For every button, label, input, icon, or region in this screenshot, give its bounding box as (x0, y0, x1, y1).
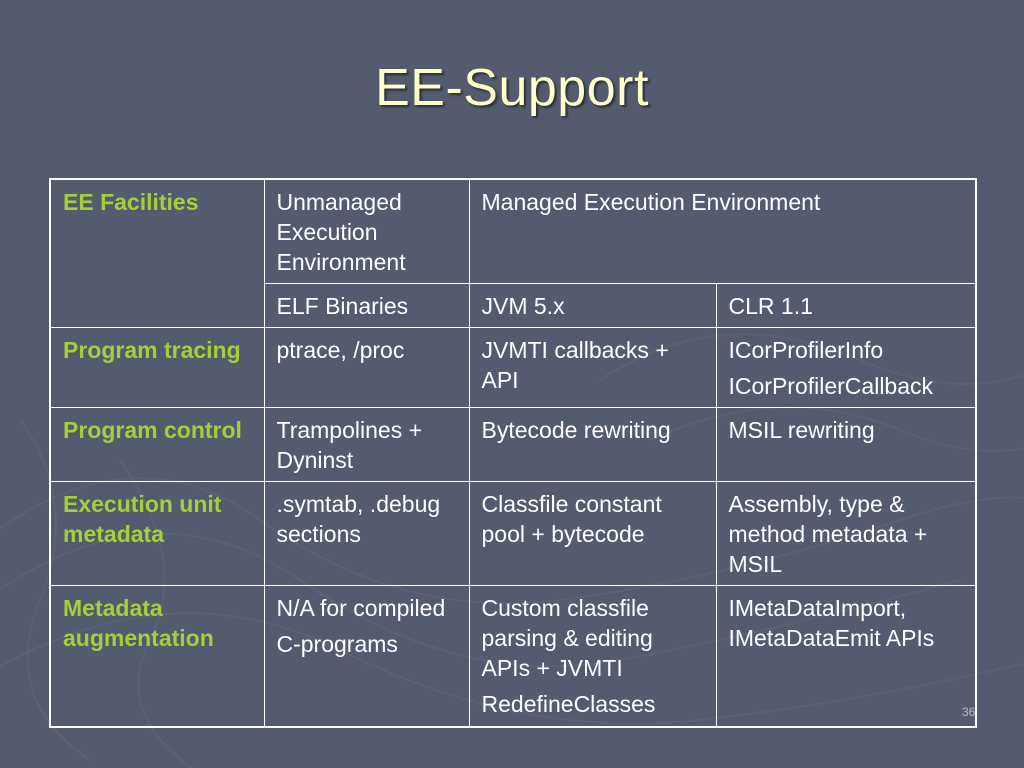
jvm-cell: Custom classfile parsing & editing APIs … (468, 585, 717, 727)
jvm-cell: Classfile constant pool + bytecode (468, 481, 717, 586)
jvm-cell: Bytecode rewriting (468, 407, 717, 482)
table-row: Execution unit metadata .symtab, .debug … (49, 481, 977, 586)
row-label-cell: Program tracing (49, 327, 265, 408)
row-label: Execution unit metadata (63, 491, 222, 547)
cell-text: Bytecode rewriting (481, 417, 671, 443)
row-label: Program control (63, 417, 242, 443)
table-row: Program tracing ptrace, /proc JVMTI call… (49, 327, 977, 408)
slide-number: 36 (962, 705, 976, 719)
subheader-elf-cell: ELF Binaries (263, 283, 470, 328)
cell-text: Classfile constant pool + bytecode (481, 491, 662, 547)
cell-text: Assembly, type & method metadata + MSIL (728, 491, 928, 577)
row-label: Metadata augmentation (63, 595, 214, 651)
cell-text: Custom classfile parsing & editing APIs … (481, 595, 653, 681)
subheader-jvm-cell: JVM 5.x (468, 283, 717, 328)
unmanaged-cell: ptrace, /proc (263, 327, 470, 408)
row-label-cell: Execution unit metadata (49, 481, 265, 586)
cell-text: C-programs (276, 631, 398, 657)
cell-text: Trampolines + Dyninst (276, 417, 423, 473)
corner-header-cell: EE Facilities (49, 178, 265, 328)
cell-text: ICorProfilerInfo (728, 337, 884, 363)
clr-cell: IMetaDataImport, IMetaDataEmit APIs (715, 585, 977, 727)
unmanaged-cell: .symtab, .debug sections (263, 481, 470, 586)
subheader-jvm: JVM 5.x (481, 293, 565, 319)
cell-text: ptrace, /proc (276, 337, 405, 363)
unmanaged-header-text: Unmanaged Execution Environment (276, 189, 406, 275)
jvm-cell: JVMTI callbacks + API (468, 327, 717, 408)
subheader-clr: CLR 1.1 (728, 293, 813, 319)
unmanaged-header-cell: Unmanaged Execution Environment (263, 178, 470, 284)
subheader-elf: ELF Binaries (276, 293, 409, 319)
cell-text: ICorProfilerCallback (728, 373, 934, 399)
unmanaged-cell: Trampolines + Dyninst (263, 407, 470, 482)
cell-text: JVMTI callbacks + API (481, 337, 669, 393)
ee-support-table: EE Facilities Unmanaged Execution Enviro… (49, 178, 977, 728)
row-label-cell: Metadata augmentation (49, 585, 265, 727)
cell-text: IMetaDataImport, IMetaDataEmit APIs (728, 595, 935, 651)
managed-header-text: Managed Execution Environment (481, 189, 821, 215)
row-label-cell: Program control (49, 407, 265, 482)
cell-text: RedefineClasses (481, 691, 656, 717)
cell-text: MSIL rewriting (728, 417, 875, 443)
subheader-clr-cell: CLR 1.1 (715, 283, 977, 328)
cell-text: N/A for compiled (276, 595, 446, 621)
table-row: Program control Trampolines + Dyninst By… (49, 407, 977, 482)
cell-text: .symtab, .debug sections (276, 491, 441, 547)
clr-cell: MSIL rewriting (715, 407, 977, 482)
slide-title: EE-Support (375, 59, 649, 117)
clr-cell: Assembly, type & method metadata + MSIL (715, 481, 977, 586)
corner-header-text: EE Facilities (63, 189, 199, 215)
managed-header-cell: Managed Execution Environment (468, 178, 977, 284)
row-label: Program tracing (63, 337, 241, 363)
